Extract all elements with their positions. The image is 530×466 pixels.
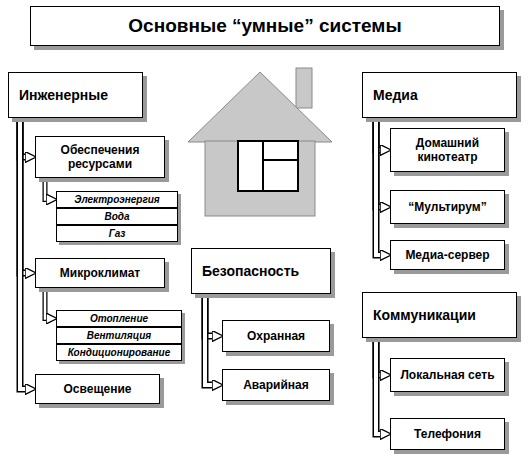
connector-outline <box>20 118 28 389</box>
node-label: Аварийная <box>243 378 309 392</box>
node-label: Медиа <box>373 87 418 103</box>
node-label: Микроклимат <box>60 266 140 280</box>
connector-core <box>20 118 29 389</box>
system-box: Телефония <box>390 418 505 450</box>
node-label: Телефония <box>414 427 481 441</box>
subsystem-row: Вода <box>56 208 178 225</box>
chimney <box>296 68 312 108</box>
connector-core <box>45 288 50 319</box>
connector-core <box>376 338 384 434</box>
arrow-connector <box>45 178 56 200</box>
node-label: Инженерные <box>19 87 108 103</box>
node-label: Электроэнергия <box>74 194 159 205</box>
node-label: Отопление <box>90 313 148 324</box>
subsystem-row: Кондиционирование <box>56 344 182 361</box>
connector-head <box>45 199 56 200</box>
group-header: Медиа <box>362 72 517 118</box>
arrow-connector <box>45 288 56 319</box>
subsystem-row: Электроэнергия <box>56 191 178 208</box>
window-frame <box>263 159 298 161</box>
system-box: “Мультирум” <box>390 190 505 224</box>
node-label: Коммуникации <box>373 307 476 323</box>
subsystem-row: Вентиляция <box>56 327 182 344</box>
node-label: Вода <box>104 211 129 222</box>
node-label: Охранная <box>247 329 305 343</box>
node-label: Вентиляция <box>87 330 151 341</box>
system-box: Аварийная <box>222 369 330 401</box>
subsystem-row: Отопление <box>56 310 182 327</box>
connector-outline <box>376 338 383 434</box>
system-box: Домашний кинотеатр <box>390 128 505 172</box>
group-header: Инженерные <box>8 72 143 118</box>
arrow-connector <box>20 118 35 389</box>
node-label: Медиа-сервер <box>405 248 489 262</box>
arrow-connector <box>376 118 390 255</box>
system-box: Освещение <box>35 374 160 404</box>
system-box: Локальная сеть <box>390 358 505 392</box>
connector-core <box>205 294 216 385</box>
connector-head <box>20 389 35 390</box>
system-box: Охранная <box>222 320 330 352</box>
connector-head <box>45 318 56 319</box>
system-box: Медиа-сервер <box>390 240 505 270</box>
house-roof <box>188 72 332 142</box>
connector-head <box>376 255 390 256</box>
title-box: Основные “умные” системы <box>30 6 500 46</box>
title-text: Основные “умные” системы <box>128 15 401 37</box>
subsystem-row: Газ <box>56 225 178 242</box>
group-header: Безопасность <box>191 248 331 294</box>
connector-head <box>376 434 390 435</box>
group-header: Коммуникации <box>362 292 517 338</box>
node-label: Освещение <box>64 382 132 396</box>
node-label: Газ <box>109 228 126 239</box>
node-label: Локальная сеть <box>400 368 494 382</box>
arrow-connector <box>205 294 222 385</box>
connector-outline <box>45 178 49 200</box>
connector-outline <box>205 294 215 385</box>
connector-outline <box>376 118 383 255</box>
house-wall <box>205 141 315 216</box>
system-box: Обеспечения ресурсами <box>35 136 165 178</box>
house-window <box>238 141 298 191</box>
node-label: “Мультирум” <box>408 200 486 214</box>
connector-head <box>205 385 222 386</box>
node-label: Домашний кинотеатр <box>397 136 498 165</box>
connector-core <box>45 178 50 200</box>
system-box: Микроклимат <box>35 258 165 288</box>
connector-core <box>376 118 384 255</box>
node-label: Обеспечения ресурсами <box>42 143 158 172</box>
node-label: Безопасность <box>202 263 299 279</box>
node-label: Кондиционирование <box>68 347 170 358</box>
window-frame <box>262 141 264 191</box>
connector-outline <box>45 288 49 319</box>
arrow-connector <box>376 338 390 434</box>
